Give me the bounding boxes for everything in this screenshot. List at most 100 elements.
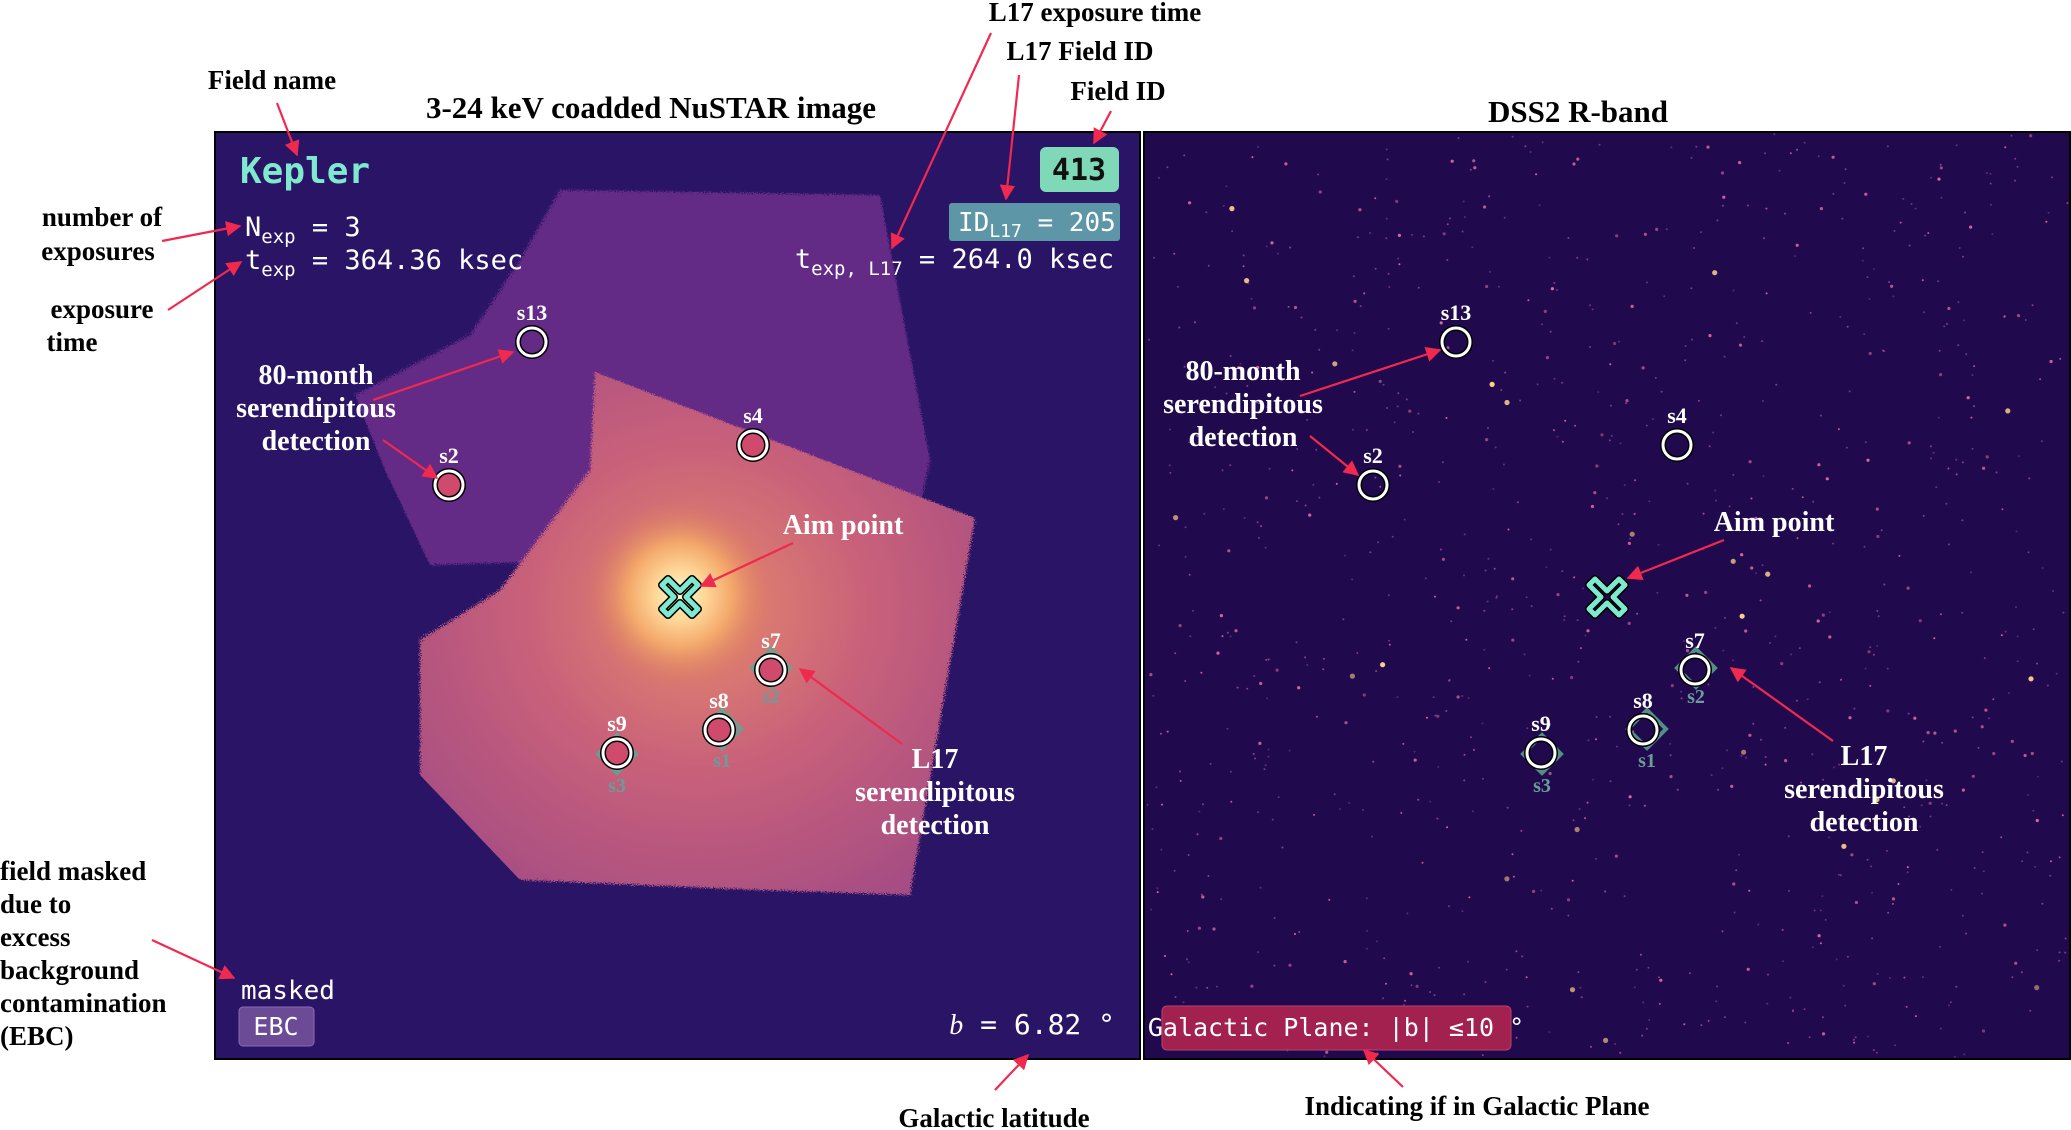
background-star <box>1969 571 1972 574</box>
background-star <box>1369 551 1372 554</box>
background-star <box>1317 173 1320 176</box>
background-star <box>1730 558 1736 564</box>
background-star <box>1433 994 1436 997</box>
background-star <box>1656 591 1659 594</box>
background-star <box>1628 795 1632 799</box>
background-star <box>1811 753 1814 756</box>
background-star <box>1184 555 1187 558</box>
background-star <box>1863 333 1866 336</box>
background-star <box>1769 642 1771 644</box>
background-star <box>1441 557 1445 561</box>
background-star <box>2058 959 2061 962</box>
background-star <box>1206 986 1209 989</box>
background-star <box>1252 753 1255 755</box>
background-star <box>1580 996 1583 999</box>
background-star <box>1237 366 1241 370</box>
background-star <box>1761 564 1764 567</box>
background-star <box>1487 557 1490 560</box>
background-star <box>1257 811 1260 814</box>
background-star <box>1468 896 1471 899</box>
background-star <box>1344 721 1348 725</box>
background-star <box>1890 778 1896 784</box>
background-star <box>1755 572 1757 575</box>
background-star <box>1270 241 1274 245</box>
serendip-80-label-left-3: detection <box>262 426 371 457</box>
background-star <box>2010 739 2014 744</box>
background-star <box>1339 808 1341 811</box>
background-star <box>1663 295 1666 298</box>
background-star <box>1808 1036 1811 1039</box>
background-star <box>1376 940 1378 943</box>
l17-texp-subscript: exp, L17 <box>811 258 903 280</box>
background-star <box>1445 417 1448 419</box>
background-star <box>1520 829 1523 832</box>
serendip-80-label-left-2: serendipitous <box>236 393 396 424</box>
background-star <box>1937 416 1940 419</box>
background-star <box>1529 151 1532 153</box>
background-star <box>1695 145 1698 148</box>
background-star <box>1256 365 1260 370</box>
background-star <box>1609 363 1612 366</box>
background-star <box>1627 541 1631 546</box>
annotation-masked-6: (EBC) <box>0 1021 74 1051</box>
background-star <box>1273 964 1276 967</box>
background-star <box>1266 406 1269 409</box>
background-star <box>1174 996 1177 998</box>
background-star <box>1764 152 1766 155</box>
background-star <box>1525 596 1528 599</box>
background-star <box>1639 953 1642 956</box>
background-star <box>2003 315 2006 318</box>
background-star <box>1790 653 1792 656</box>
background-star <box>1686 482 1689 485</box>
background-star <box>2030 751 2034 756</box>
background-star <box>1918 619 1922 623</box>
background-star <box>1765 292 1768 295</box>
nexp-value: = 3 <box>296 212 361 243</box>
background-star <box>1973 405 1975 408</box>
background-star <box>1939 613 1942 616</box>
background-star <box>1939 166 1943 170</box>
background-star <box>1173 869 1176 872</box>
background-star <box>1965 353 1968 356</box>
arrow-serendip-80-s2-right <box>1309 435 1360 476</box>
background-star <box>1647 966 1650 969</box>
background-star <box>1784 726 1787 729</box>
annotation-exposures-2: exposures <box>41 236 155 266</box>
background-star <box>1714 626 1717 629</box>
background-star <box>1586 629 1590 633</box>
background-star <box>1641 1034 1644 1037</box>
l17-label-s2-left: s2 <box>762 686 780 708</box>
background-star <box>1353 332 1356 334</box>
background-star <box>2016 165 2019 168</box>
background-star <box>1635 968 1638 971</box>
background-star <box>1492 359 1494 362</box>
background-star <box>1225 185 1228 188</box>
background-star <box>1519 399 1522 402</box>
background-star <box>1192 609 1194 612</box>
background-star <box>1574 826 1580 833</box>
serendip-80-label-s13-right: s13 <box>1441 300 1472 325</box>
background-star <box>1961 611 1964 614</box>
l17-texp-value: = 264.0 ksec <box>903 244 1114 275</box>
background-star <box>1586 801 1589 804</box>
background-star <box>1819 942 1822 945</box>
background-star <box>1707 683 1710 686</box>
background-star <box>1845 446 1848 449</box>
background-star <box>1264 496 1269 500</box>
background-star <box>1784 759 1788 763</box>
background-star <box>1548 771 1552 776</box>
background-star <box>1735 322 1738 325</box>
background-star <box>1446 259 1449 261</box>
background-star <box>1385 148 1388 151</box>
background-star <box>1323 1055 1326 1058</box>
background-star <box>1258 741 1262 746</box>
background-star <box>1700 231 1703 234</box>
background-star <box>1244 278 1250 284</box>
background-star <box>1271 818 1274 821</box>
background-star <box>1374 476 1377 479</box>
background-star <box>2000 836 2003 839</box>
background-star <box>1481 777 1484 780</box>
background-star <box>1682 640 1685 643</box>
background-star <box>1741 749 1747 755</box>
background-star <box>1456 606 1460 610</box>
